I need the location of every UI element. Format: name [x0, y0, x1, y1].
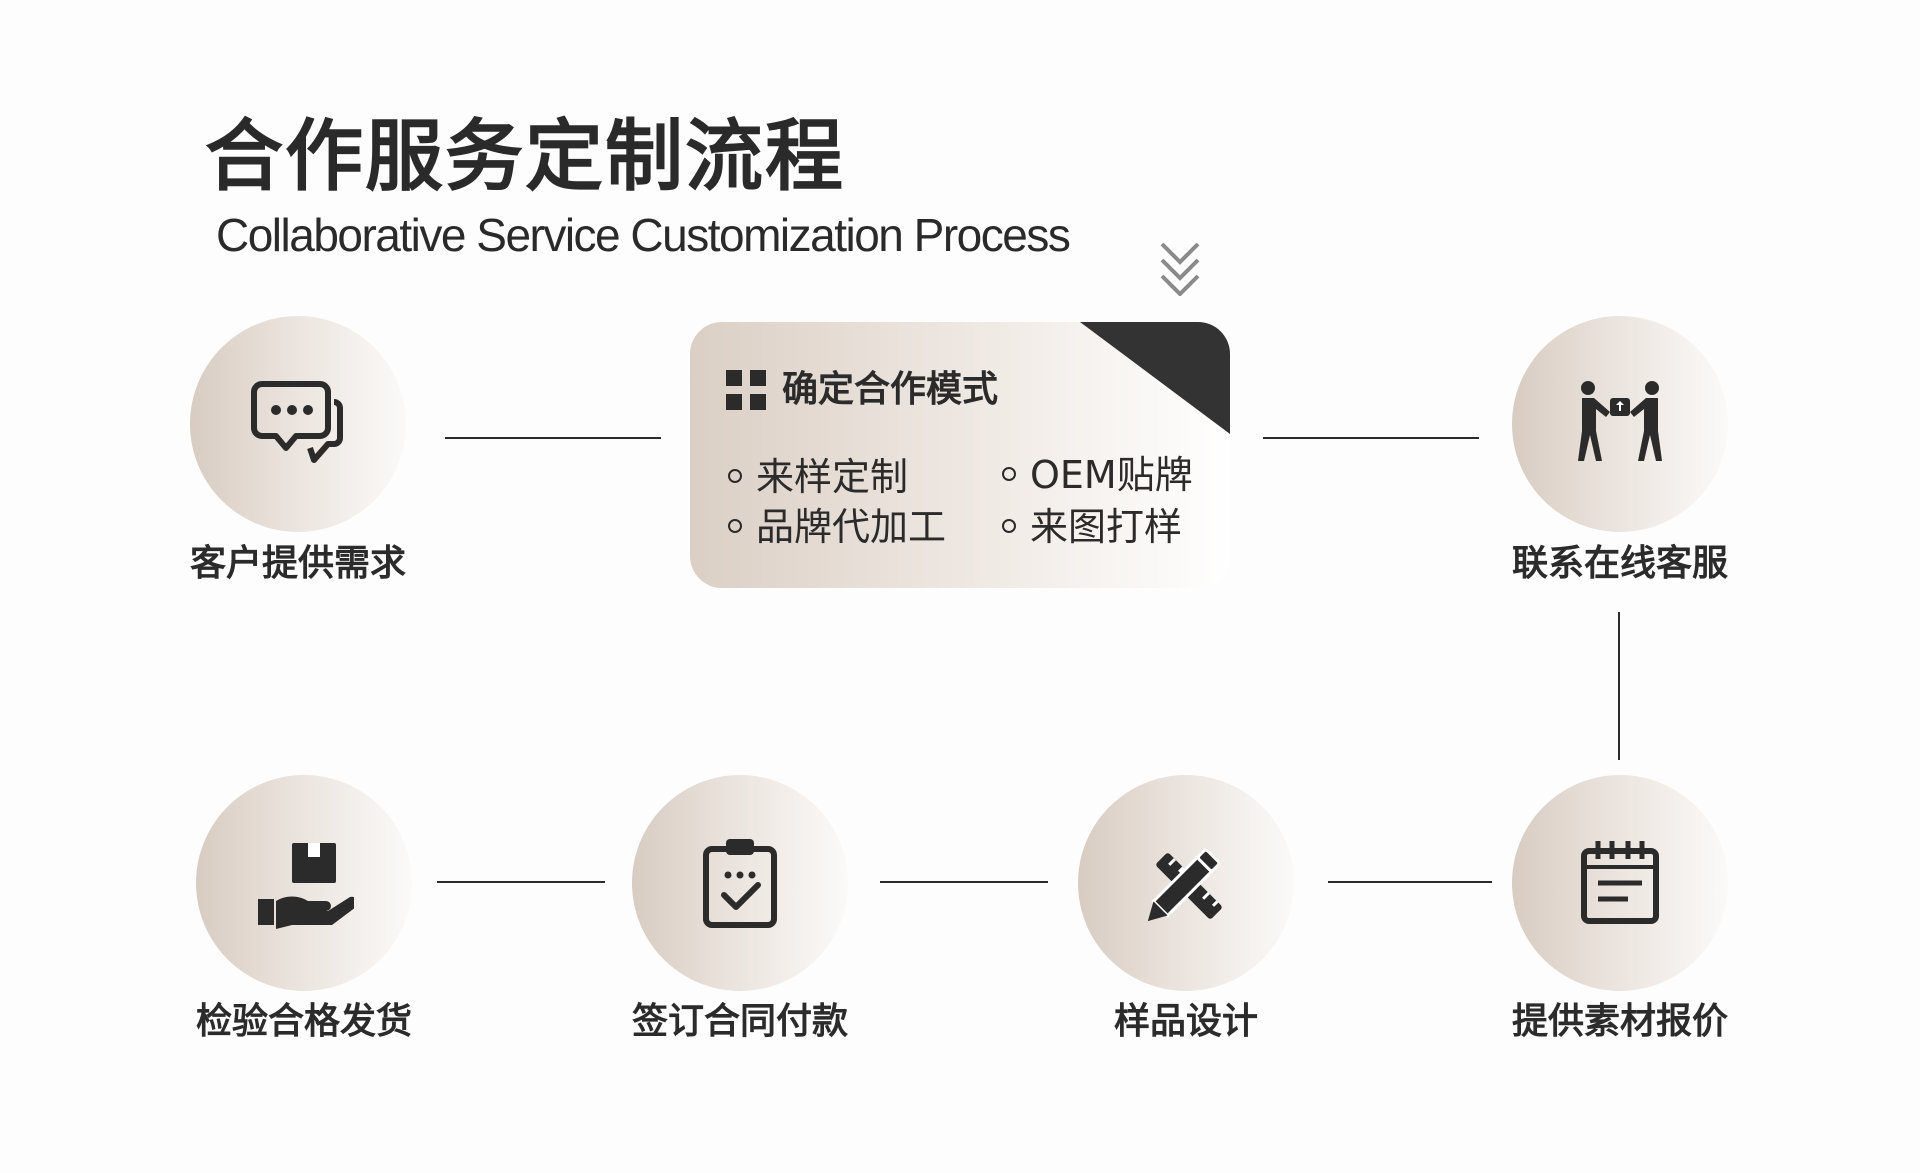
step-circle-quotation — [1512, 775, 1728, 991]
page-title: 合作服务定制流程 — [205, 112, 846, 202]
connector-line — [1618, 612, 1620, 760]
step-label: 样品设计 — [1113, 1001, 1258, 1042]
option-item: OEM贴牌 — [1002, 456, 1193, 494]
chat-bubbles-icon — [251, 381, 343, 463]
grid-icon — [726, 370, 766, 410]
corner-decoration — [1080, 322, 1230, 434]
connector-line — [437, 881, 605, 883]
step-label: 联系在线客服 — [1511, 543, 1728, 584]
option-item: 来样定制 — [728, 458, 908, 496]
option-item: 品牌代加工 — [728, 508, 946, 546]
cooperation-mode-card: 确定合作模式 来样定制 OEM贴牌 品牌代加工 来图打样 — [690, 322, 1230, 588]
hand-box-icon — [258, 843, 354, 929]
step-label: 检验合格发货 — [195, 1001, 412, 1042]
step-label: 客户提供需求 — [189, 543, 406, 584]
calendar-note-icon — [1581, 841, 1659, 924]
step-label: 签订合同付款 — [631, 1001, 848, 1042]
connector-line — [1328, 881, 1492, 883]
connector-line — [445, 437, 661, 439]
bullet-icon — [728, 518, 742, 533]
step-circle-customer-needs — [190, 316, 406, 532]
step-circle-contract-payment — [632, 775, 848, 991]
chevron-down-icon — [1160, 242, 1200, 296]
step-circle-online-service — [1512, 316, 1728, 532]
connector-line — [1263, 437, 1479, 439]
bullet-icon — [1002, 518, 1016, 533]
connector-line — [880, 881, 1048, 883]
bullet-icon — [1002, 466, 1016, 481]
step-circle-sample-design — [1078, 775, 1294, 991]
handover-package-icon — [1578, 381, 1662, 461]
step-circle-inspection-shipping — [196, 775, 412, 991]
option-item: 来图打样 — [1002, 508, 1182, 546]
bullet-icon — [728, 468, 742, 483]
pencil-ruler-icon — [1147, 848, 1222, 922]
clipboard-check-icon — [703, 839, 777, 928]
card-title: 确定合作模式 — [782, 369, 999, 410]
step-label: 提供素材报价 — [1511, 1001, 1728, 1042]
page-subtitle: Collaborative Service Customization Proc… — [216, 209, 1071, 261]
